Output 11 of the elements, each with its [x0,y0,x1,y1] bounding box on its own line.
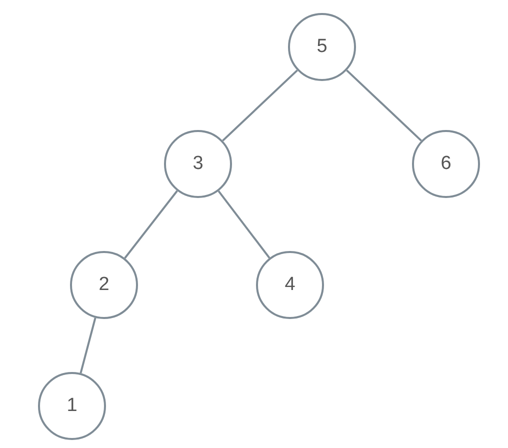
node-value: 2 [98,272,110,297]
connector-line [222,70,298,142]
connector-line [218,190,270,259]
node-value: 1 [66,394,78,418]
node-value: 4 [284,272,296,297]
node-value: 5 [316,34,328,59]
connector-line [80,318,96,374]
node-value: 3 [192,152,204,176]
node-value: 6 [440,152,452,176]
connector-line [346,70,422,142]
connector-line [124,190,178,259]
